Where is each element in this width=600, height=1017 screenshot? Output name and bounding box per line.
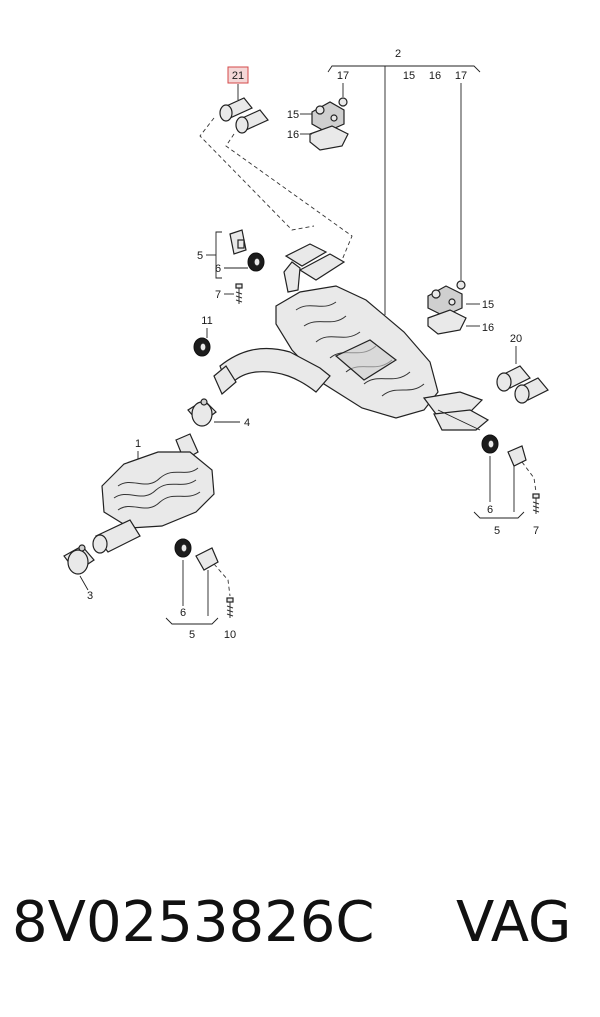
- rubber-mount-upper: [247, 252, 265, 272]
- callout-21-highlight: [227, 66, 249, 84]
- callout-5-lower-left: 5: [189, 629, 195, 641]
- callout-15-top: 15: [403, 70, 415, 82]
- rear-silencer-part-2: [275, 243, 490, 431]
- bolt-lower-left: [226, 597, 234, 618]
- rubber-mount-right: [481, 434, 499, 454]
- callout-6-right: 6: [487, 504, 493, 516]
- callout-17-top-right: 17: [455, 70, 467, 82]
- callout-7-upper: 7: [215, 289, 221, 301]
- callout-11: 11: [201, 315, 212, 327]
- intermediate-pipe: [213, 347, 331, 395]
- part-number: 8V0253826C: [12, 890, 375, 955]
- callout-6-upper: 6: [215, 263, 221, 275]
- footer: 8V0253826C VAG: [0, 890, 600, 980]
- tailpipe-trim-part-20: [496, 365, 549, 404]
- callout-5-upper: 5: [197, 250, 203, 262]
- callout-5-right: 5: [494, 525, 500, 537]
- bolt-right: [532, 493, 540, 514]
- rubber-mount-lower-left: [174, 538, 192, 558]
- callout-3: 3: [87, 590, 93, 602]
- callout-16-lower-actuator: 16: [482, 322, 494, 334]
- brand-label: VAG: [456, 890, 572, 955]
- tailpipe-trim-part-21: [219, 97, 269, 134]
- callout-16-top: 16: [429, 70, 441, 82]
- callout-15-lower-actuator: 15: [482, 299, 494, 311]
- callout-21: 21: [232, 70, 244, 82]
- hanger-bracket-lower-left: [195, 547, 219, 571]
- callout-16-upper-actuator: 16: [287, 129, 299, 141]
- callout-4: 4: [244, 417, 250, 429]
- callout-10: 10: [224, 629, 236, 641]
- callout-1: 1: [135, 438, 141, 450]
- clamp-part-4: [187, 398, 217, 427]
- hanger-bracket-right: [507, 445, 527, 467]
- callout-7-right: 7: [533, 525, 539, 537]
- callout-20: 20: [510, 333, 522, 345]
- callout-2: 2: [395, 48, 401, 60]
- rubber-mount-part-11: [193, 337, 211, 357]
- hanger-bracket-upper: [229, 229, 247, 255]
- exhaust-system-diagram: 21 2 17 15 16 17 15 16 15 16 5: [63, 48, 549, 641]
- callout-17-top-left: 17: [337, 70, 349, 82]
- flap-actuator-right: [427, 280, 467, 335]
- callout-6-lower-left: 6: [180, 607, 186, 619]
- flap-actuator-top: [309, 97, 349, 151]
- clamp-part-3: [63, 544, 95, 575]
- callout-15-upper-actuator: 15: [287, 109, 299, 121]
- front-silencer-part-1: [92, 433, 215, 554]
- bolt-upper: [235, 283, 243, 304]
